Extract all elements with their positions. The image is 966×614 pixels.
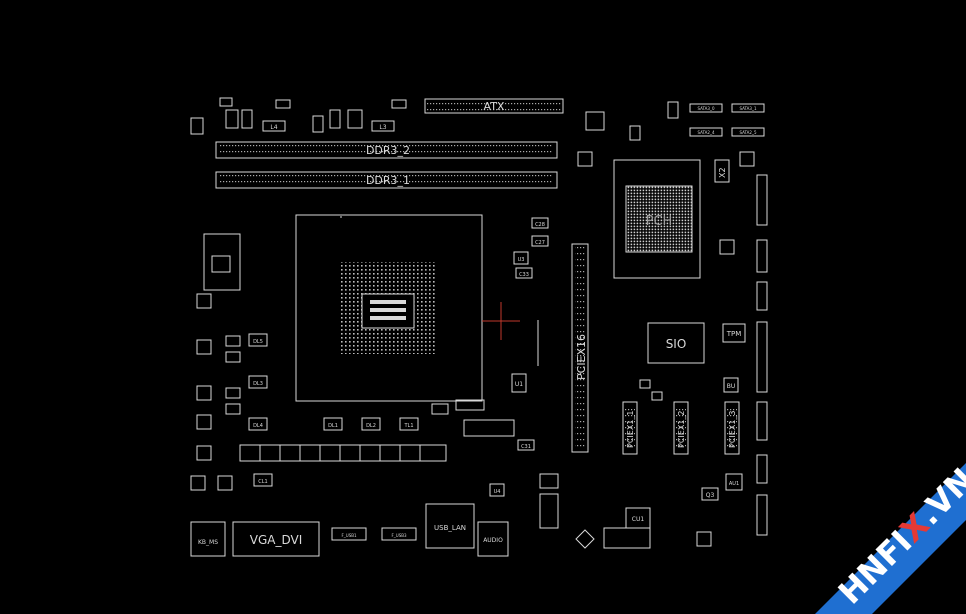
sata-port-3-label: SATA2_4 [698,130,715,135]
inductor-cl1-label: CL1 [258,479,267,485]
cpu-socket[interactable]: LGA1155 [295,214,483,402]
tpm-chip[interactable]: TPM [722,323,746,343]
usb-header-1[interactable]: F_USB1 [331,527,367,541]
left-vrm-components [190,233,241,491]
atx-label: ATX [484,100,505,113]
au1-chip[interactable]: AU1 [725,473,743,491]
x2-label: X2 [718,167,727,178]
inductor-tl1-label: TL1 [403,423,413,429]
pciex16-slot[interactable]: PCIEX16 [571,243,589,453]
inductor-tl1[interactable]: TL1 [399,417,419,431]
cap-c28[interactable]: C28 [531,217,549,229]
pciex1-slot-2[interactable]: PCIEX1_2 [673,401,689,455]
inductor-dl3-label: DL3 [253,381,263,387]
vga-dvi-port[interactable]: VGA_DVI [232,521,320,557]
pciex1-slot-3[interactable]: PCIEX1_3 [724,401,740,455]
inductor-l3-label: L3 [379,124,386,131]
audio-label: AUDIO [483,537,503,544]
inductor-dl2[interactable]: DL2 [361,417,381,431]
tpm-label: TPM [726,330,742,338]
usb-lan-port[interactable]: USB_LAN [425,503,475,549]
cpu-right-capacitors [431,320,539,437]
cap-c28-label: C28 [535,222,545,228]
pciex1-3-label: PCIEX1_3 [728,411,737,448]
pciex16-label: PCIEX16 [575,334,588,380]
x2-crystal[interactable]: X2 [714,159,730,183]
inductor-cl1[interactable]: CL1 [253,473,273,487]
sio-chip[interactable]: SIO [647,322,705,364]
inductor-l4[interactable]: L4 [262,120,286,132]
vrm-mosfet-strip [239,444,447,462]
chipset-periphery [539,101,755,549]
inductor-dl4[interactable]: DL4 [248,417,268,431]
cu1-label: CU1 [632,516,645,523]
usb-header-2-label: F_USB3 [391,533,407,538]
ddr3-1-label: DDR3_1 [366,174,410,187]
u1-chip[interactable]: U1 [511,373,527,393]
q3-chip[interactable]: Q3 [701,487,719,501]
sata-port-2-label: SATA3_1 [740,106,757,111]
cu1-chip[interactable]: CU1 [625,507,651,529]
inductor-dl3[interactable]: DL3 [248,375,268,389]
inductor-l3[interactable]: L3 [371,120,395,132]
cap-c31-label: C31 [521,444,531,450]
sata-port-1-label: SATA3_0 [698,106,715,111]
usb-header-1-label: F_USB1 [341,533,357,538]
u4-chip[interactable]: U4 [489,483,505,497]
sata-port-2[interactable]: SATA3_1 [731,103,765,113]
hnfix-watermark: HNFIX.VN [815,461,966,614]
cap-c33-label: C33 [519,272,529,278]
inductor-dl2-label: DL2 [366,423,376,429]
inductor-dl1-label: DL1 [328,423,338,429]
atx-connector[interactable]: ATX [424,98,564,114]
audio-port[interactable]: AUDIO [477,521,509,557]
usb-header-2[interactable]: F_USB3 [381,527,417,541]
sata-port-4-label: SATA2_5 [740,130,757,135]
u3-chip[interactable]: U3 [513,251,529,265]
u3-label: U3 [518,257,525,263]
cap-c31[interactable]: C31 [517,439,535,451]
q3-label: Q3 [706,492,715,499]
cap-c27[interactable]: C27 [531,235,549,247]
top-left-components [190,97,407,135]
inductor-dl4-label: DL4 [253,423,263,429]
kb-ms-port[interactable]: KB_MS [190,521,226,557]
inductor-l4-label: L4 [270,124,277,131]
cap-c27-label: C27 [535,240,545,246]
kb-ms-label: KB_MS [198,539,218,546]
inductor-dl1[interactable]: DL1 [323,417,343,431]
ddr3-slot-2[interactable]: DDR3_2 [215,141,558,159]
vga-dvi-label: VGA_DVI [250,533,303,547]
pch-chip[interactable]: PCH [613,159,701,279]
right-edge-headers [756,174,768,536]
usb-lan-label: USB_LAN [434,524,466,532]
u1-label: U1 [515,381,523,388]
cpu-socket-label: LGA1155 [389,343,394,346]
sio-label: SIO [666,337,687,351]
sata-port-4[interactable]: SATA2_5 [731,127,765,137]
pciex1-2-label: PCIEX1_2 [677,411,686,448]
crosshair-cursor [482,302,520,340]
bu-chip[interactable]: BU [723,377,739,393]
pch-label: PCH [646,214,673,229]
pciex1-1-label: PCIEX1_1 [626,411,635,448]
ddr3-slot-1[interactable]: DDR3_1 [215,171,558,189]
sata-port-1[interactable]: SATA3_0 [689,103,723,113]
au1-label: AU1 [729,481,739,487]
cap-c33[interactable]: C33 [515,267,533,279]
inductor-dl5[interactable]: DL5 [248,333,268,347]
inductor-dl5-label: DL5 [253,339,263,345]
sata-port-3[interactable]: SATA2_4 [689,127,723,137]
ddr3-2-label: DDR3_2 [366,144,410,157]
u4-label: U4 [494,489,501,495]
pciex1-slot-1[interactable]: PCIEX1_1 [622,401,638,455]
bu-label: BU [727,383,736,390]
